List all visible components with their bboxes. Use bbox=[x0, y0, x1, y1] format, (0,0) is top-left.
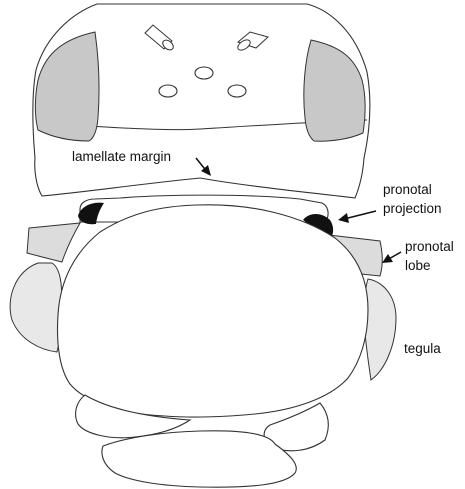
left-tegula bbox=[10, 263, 62, 352]
label-pronotal-lobe-1: pronotal bbox=[405, 239, 454, 254]
median-ocellus bbox=[195, 67, 213, 79]
label-pronotal-projection-1: pronotal bbox=[383, 182, 432, 197]
arrowhead-pronotal-lobe bbox=[382, 254, 393, 263]
arrow-pronotal-projection bbox=[344, 211, 376, 219]
right-ocellus bbox=[228, 85, 246, 97]
mesoscutum bbox=[58, 205, 369, 417]
label-tegula: tegula bbox=[404, 341, 441, 356]
scutellum bbox=[102, 431, 296, 487]
label-pronotal-projection-2: projection bbox=[383, 201, 442, 216]
left-ocellus bbox=[159, 85, 177, 97]
label-pronotal-lobe-2: lobe bbox=[405, 258, 431, 273]
left-pronotal-lobe bbox=[27, 223, 80, 262]
right-tegula bbox=[364, 279, 396, 380]
arrowhead-pronotal-projection bbox=[338, 213, 349, 223]
label-lamellate-margin: lamellate margin bbox=[72, 149, 171, 164]
